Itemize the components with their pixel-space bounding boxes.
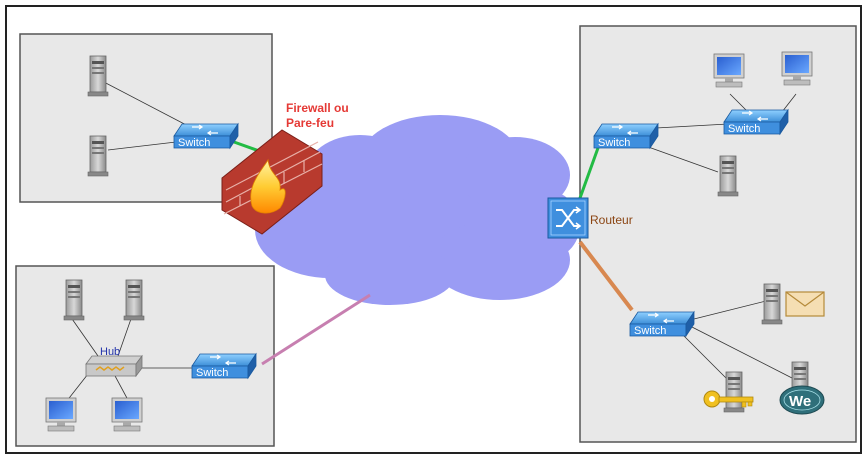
pc-icon: [713, 53, 745, 88]
internet-cloud: [255, 115, 580, 305]
server-icon: [723, 371, 745, 413]
link-router-switch: [578, 240, 634, 312]
pc-icon: [781, 51, 813, 86]
link-server1-switch: [99, 79, 193, 129]
link-pc1-switch: [729, 93, 749, 113]
link-hub-pc1: [65, 373, 89, 403]
panel-right: [579, 25, 857, 443]
firewall-label-line1: Firewall ou: [286, 101, 349, 115]
hub-label: Hub: [100, 346, 120, 358]
key-icon: [703, 390, 754, 408]
switch-right-upper: Switch: [723, 109, 789, 135]
link-switch-server: [639, 143, 719, 173]
firewall-icon: [221, 129, 323, 235]
link-server2-switch: [107, 141, 177, 151]
pc-icon: [45, 397, 77, 432]
link-switch-keyserver: [681, 333, 729, 381]
link-hub-server2: [117, 315, 133, 357]
switch-label: Switch: [598, 137, 630, 149]
switch-top-left: Switch: [173, 123, 239, 149]
server-icon: [63, 279, 85, 321]
web-icon: We: [779, 385, 825, 415]
web-label: We: [789, 393, 811, 410]
router-label: Routeur: [590, 213, 633, 227]
links: [65, 79, 797, 403]
link-switch-switch: [655, 123, 729, 129]
server-icon: [87, 55, 109, 97]
server-icon: [123, 279, 145, 321]
link-switch-webserver: [689, 325, 793, 379]
mail-icon: [785, 291, 825, 317]
link-switch-mailserver: [689, 299, 771, 321]
link-pc2-switch: [781, 93, 797, 113]
link-switch-router: [578, 147, 600, 199]
switch-label: Switch: [634, 325, 666, 337]
link-hub-server1: [69, 315, 99, 357]
switch-label: Switch: [196, 367, 228, 379]
link-hub-pc2: [113, 373, 129, 401]
hub-icon: Hub: [85, 346, 143, 378]
pc-icon: [111, 397, 143, 432]
server-icon: [87, 135, 109, 177]
switch-label: Switch: [178, 137, 210, 149]
router-icon: [547, 197, 589, 239]
switch-right-top: Switch: [593, 123, 659, 149]
server-icon: [761, 283, 783, 325]
switch-bottom-left: Switch: [191, 353, 257, 379]
switch-right-lower: Switch: [629, 311, 695, 337]
firewall-label-line2: Pare-feu: [286, 116, 334, 130]
switch-label: Switch: [728, 123, 760, 135]
server-icon: [717, 155, 739, 197]
link-switch-cloud: [261, 293, 371, 366]
